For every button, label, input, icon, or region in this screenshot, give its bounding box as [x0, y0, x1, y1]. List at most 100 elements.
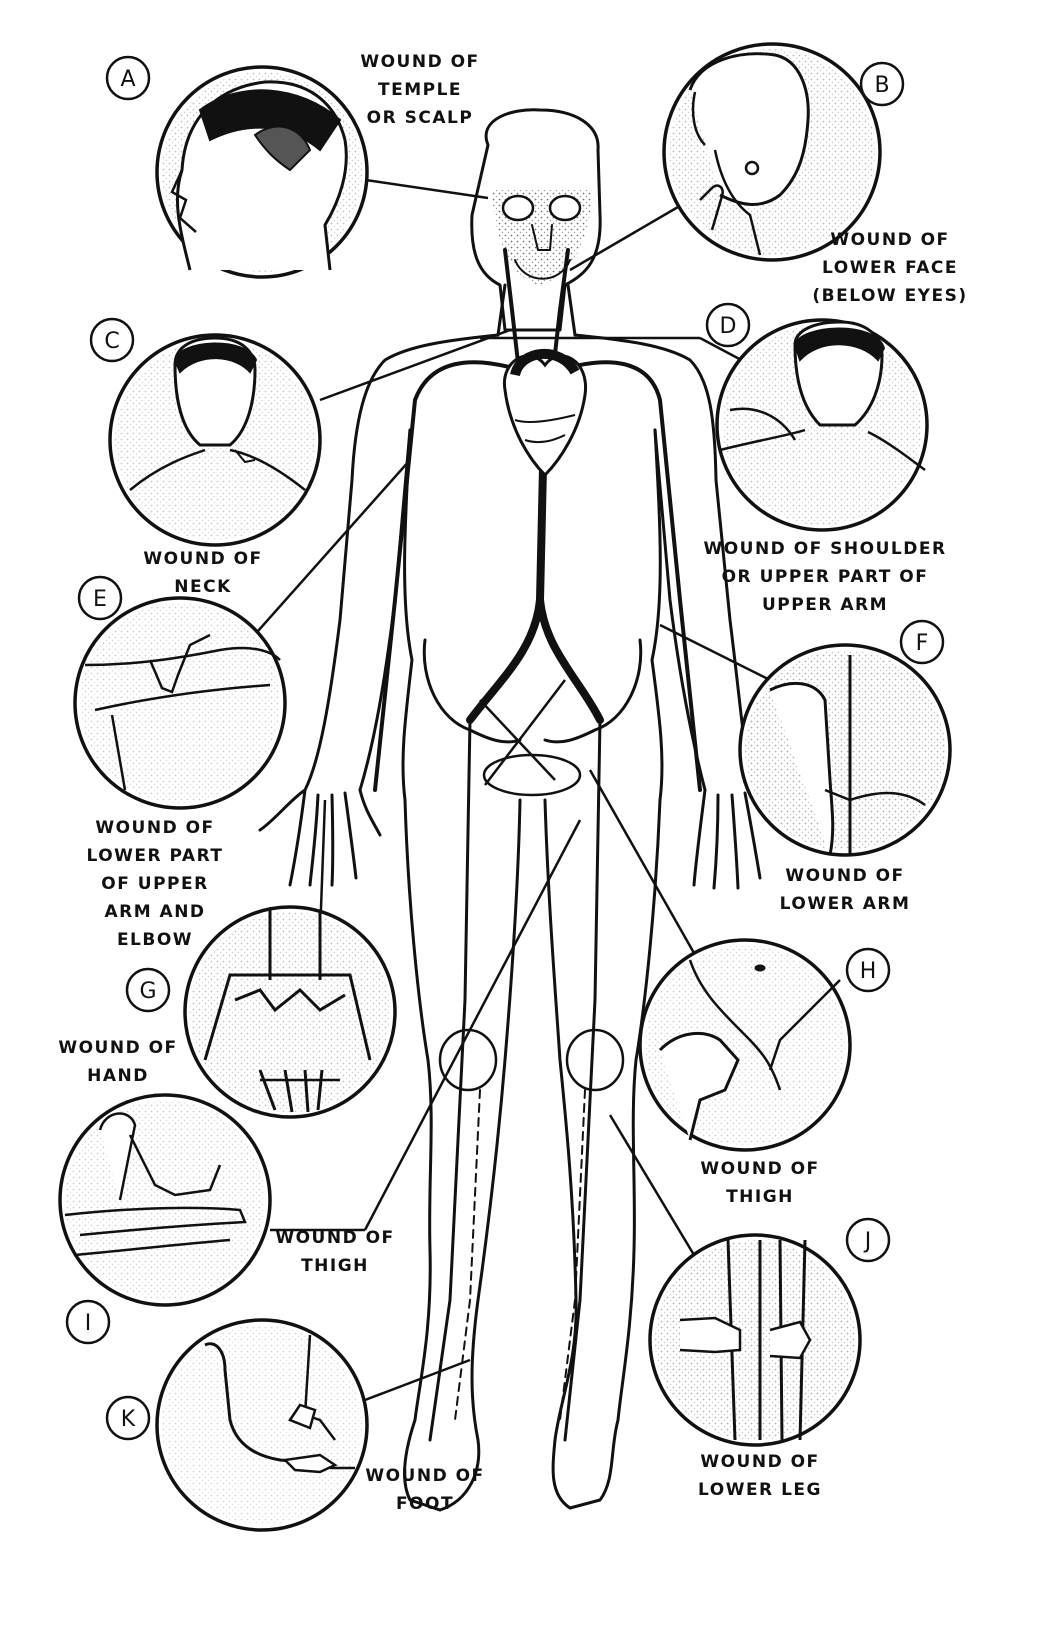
vignette-k: [155, 1318, 369, 1532]
subclavian-left: [373, 360, 522, 792]
caption-line: UPPER ARM: [761, 595, 888, 615]
right-side: [650, 428, 664, 802]
leader-b: [569, 198, 691, 272]
left-leg-outer: [403, 798, 442, 1512]
vignette-g: [183, 905, 397, 1119]
caption-line: WOUND OF: [830, 230, 950, 250]
vignette-e: [73, 596, 287, 810]
body-figure: [258, 108, 792, 1512]
letter-marker-b: B: [859, 61, 905, 107]
right-leg-outer: [568, 798, 662, 1510]
heart: [503, 349, 587, 478]
leader-e: [249, 459, 411, 641]
caption-line: WOUND OF: [275, 1228, 395, 1248]
caption-line: FOOT: [395, 1494, 455, 1514]
letter-marker-g: G: [125, 967, 171, 1013]
pelvis-left: [422, 638, 522, 744]
letter-marker-e: E: [77, 575, 123, 621]
letter-marker-a: A: [105, 55, 151, 101]
leader-g3: [479, 699, 556, 781]
caption-line: WOUND OF: [365, 1466, 485, 1486]
left-hand: [258, 788, 382, 887]
letter-marker-h: H: [845, 947, 891, 993]
caption-line: THIGH: [301, 1256, 369, 1276]
vignette-i: [58, 1093, 272, 1307]
letter-circle: [705, 302, 751, 348]
caption-line: OF UPPER: [101, 874, 209, 894]
letter-text: F: [916, 631, 929, 656]
neck-outline: [496, 283, 577, 337]
left-eye-socket: [501, 194, 535, 222]
caption-line: WOUND OF SHOULDER: [703, 539, 947, 559]
heart-aorta-arch: [510, 349, 580, 377]
leader-c: [319, 328, 511, 402]
letter-text: B: [874, 73, 889, 98]
vignette-h: [638, 938, 852, 1152]
left-inner-arm: [358, 428, 412, 792]
aorta: [466, 376, 604, 724]
caption-h: WOUND OF THIGH: [680, 1155, 840, 1211]
letter-text: D: [720, 314, 737, 339]
caption-e: WOUND OF LOWER PART OF UPPER ARM AND ELBOW: [70, 814, 240, 954]
caption-line: THIGH: [726, 1187, 794, 1207]
leader-k: [364, 1358, 471, 1402]
caption-line: WOUND OF: [143, 549, 263, 569]
letter-marker-f: F: [899, 619, 945, 665]
vignette-f: [738, 643, 952, 857]
femoral-right: [563, 718, 602, 1442]
leg-vein-dashed-left: [454, 1089, 481, 1421]
right-inner-arm: [653, 428, 707, 792]
letter-circle: [77, 575, 123, 621]
caption-c: WOUND OF NECK: [128, 545, 278, 601]
subclavian-right: [558, 360, 702, 792]
head-outline: [470, 108, 602, 332]
femoral-left: [428, 718, 472, 1442]
letter-text: A: [120, 67, 135, 92]
nose-outline: [531, 224, 553, 251]
caption-line: OR UPPER PART OF: [721, 567, 929, 587]
pelvis-center: [482, 753, 582, 797]
right-eye-socket: [548, 194, 582, 222]
letter-circle: [845, 947, 891, 993]
leader-g2: [484, 679, 566, 786]
letter-circle: [859, 61, 905, 107]
caption-line: LOWER FACE: [822, 258, 958, 278]
caption-line: WOUND OF: [700, 1159, 820, 1179]
caption-line: ARM AND: [104, 902, 206, 922]
caption-i: WOUND OF THIGH: [255, 1224, 415, 1280]
caption-line: LOWER PART: [86, 846, 224, 866]
caption-d: WOUND OF SHOULDER OR UPPER PART OF UPPER A…: [700, 535, 950, 619]
letter-text: G: [139, 979, 156, 1004]
vignette-d: [715, 318, 929, 532]
vignettes: [58, 42, 952, 1532]
caption-line: LOWER LEG: [698, 1480, 822, 1500]
caption-line: WOUND OF: [360, 52, 480, 72]
carotid-left: [503, 248, 522, 382]
letter-circle: [105, 55, 151, 101]
caption-k: WOUND OF FOOT: [350, 1462, 500, 1518]
caption-line: TEMPLE: [377, 80, 463, 100]
letter-circle: [845, 1217, 891, 1263]
vignette-c: [108, 333, 322, 547]
arteries: [373, 248, 702, 1442]
letter-marker-c: C: [89, 317, 135, 363]
letter-text: H: [860, 959, 877, 984]
heart-detail: [514, 414, 576, 444]
vignette-a: [155, 65, 369, 279]
letter-circle: [899, 619, 945, 665]
letter-circle: [89, 317, 135, 363]
right-leg-inner: [543, 798, 578, 1510]
caption-line: ELBOW: [116, 930, 194, 950]
letter-marker-k: K: [105, 1395, 151, 1441]
left-knee: [438, 1028, 498, 1092]
letter-marker-j: J: [845, 1217, 891, 1263]
caption-line: WOUND OF: [95, 818, 215, 838]
caption-line: NECK: [174, 577, 232, 597]
